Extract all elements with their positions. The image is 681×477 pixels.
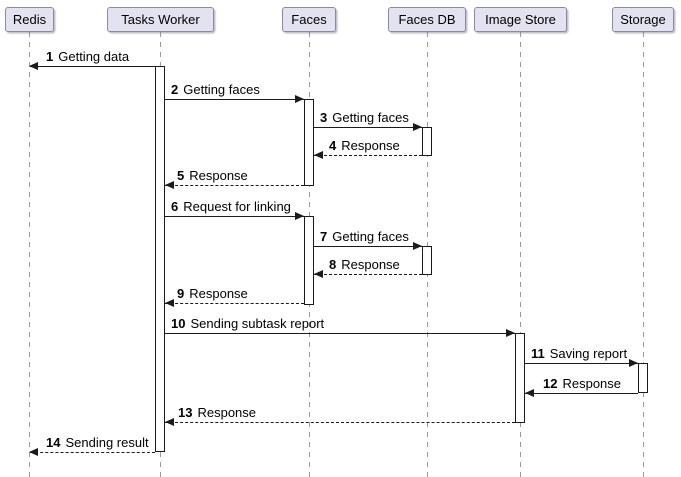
- message-label: 8 Response: [329, 257, 400, 273]
- message-text: Getting faces: [332, 110, 409, 125]
- message-line: [165, 185, 304, 186]
- activation-tasks-worker: [155, 66, 165, 452]
- arrowhead-icon: [295, 212, 304, 220]
- participant-redis: Redis: [5, 7, 54, 32]
- arrowhead-icon: [295, 95, 304, 103]
- message-line: [30, 66, 155, 67]
- message-label: 4 Response: [329, 138, 400, 154]
- message-number: 4: [329, 138, 337, 153]
- arrowhead-icon: [525, 389, 534, 397]
- arrowhead-icon: [413, 242, 422, 250]
- message-line: [525, 393, 638, 394]
- message-line: [525, 363, 638, 364]
- message-label: 10 Sending subtask report: [171, 316, 324, 332]
- message-line: [314, 155, 422, 156]
- message-number: 8: [329, 257, 337, 272]
- participant-label: Image Store: [485, 12, 556, 27]
- message-text: Response: [341, 257, 400, 272]
- activation-faces-db-2: [422, 246, 432, 275]
- message-text: Response: [189, 168, 248, 183]
- participant-label: Redis: [12, 12, 47, 27]
- message-label: 2 Getting faces: [171, 82, 260, 98]
- message-label: 14 Sending result: [46, 435, 149, 451]
- message-text: Response: [197, 405, 257, 420]
- message-text: Sending subtask report: [190, 316, 325, 331]
- activation-faces-1: [304, 99, 314, 186]
- activation-faces-db-1: [422, 127, 432, 156]
- message-line: [165, 422, 515, 423]
- message-number: 14: [46, 435, 61, 450]
- arrowhead-icon: [29, 448, 38, 456]
- message-text: Getting data: [58, 49, 130, 64]
- participant-label: Faces: [291, 12, 327, 27]
- arrowhead-icon: [314, 151, 323, 159]
- message-text: Getting faces: [183, 82, 260, 97]
- lifeline-image-store: [520, 32, 521, 477]
- arrowhead-icon: [29, 62, 38, 70]
- lifeline-redis: [29, 32, 30, 477]
- message-label: 13 Response: [178, 405, 256, 421]
- message-line: [30, 452, 155, 453]
- message-label: 11 Saving report: [531, 346, 627, 362]
- message-number: 2: [171, 82, 179, 97]
- message-line: [314, 127, 422, 128]
- message-text: Getting faces: [332, 229, 409, 244]
- message-number: 11: [531, 346, 545, 361]
- message-line: [165, 333, 515, 334]
- participant-label: Faces DB: [398, 12, 456, 27]
- lifeline-storage: [643, 32, 644, 477]
- message-number: 3: [320, 110, 328, 125]
- message-line: [165, 303, 304, 304]
- message-label: 7 Getting faces: [320, 229, 409, 245]
- arrowhead-icon: [165, 299, 174, 307]
- message-label: 1 Getting data: [46, 49, 129, 65]
- arrowhead-icon: [506, 329, 515, 337]
- message-label: 5 Response: [177, 168, 248, 184]
- message-text: Request for linking: [183, 199, 291, 214]
- message-number: 6: [171, 199, 179, 214]
- message-line: [165, 216, 304, 217]
- participant-tasks-worker: Tasks Worker: [107, 7, 214, 32]
- participant-label: Storage: [620, 12, 666, 27]
- message-number: 5: [177, 168, 185, 183]
- arrowhead-icon: [165, 181, 174, 189]
- participant-image-store: Image Store: [474, 7, 567, 32]
- message-line: [314, 274, 422, 275]
- message-text: Sending result: [65, 435, 149, 450]
- message-number: 1: [46, 49, 54, 64]
- message-label: 6 Request for linking: [171, 199, 291, 215]
- message-line: [165, 99, 304, 100]
- participant-faces-db: Faces DB: [388, 7, 466, 32]
- message-number: 10: [171, 316, 186, 331]
- message-label: 9 Response: [177, 286, 248, 302]
- message-text: Response: [562, 376, 622, 391]
- message-text: Response: [341, 138, 400, 153]
- activation-storage: [638, 363, 648, 393]
- message-number: 12: [543, 376, 558, 391]
- message-number: 9: [177, 286, 185, 301]
- message-number: 7: [320, 229, 328, 244]
- arrowhead-icon: [165, 418, 174, 426]
- participant-label: Tasks Worker: [121, 12, 200, 27]
- message-text: Response: [189, 286, 248, 301]
- message-label: 12 Response: [543, 376, 621, 392]
- arrowhead-icon: [629, 359, 638, 367]
- message-line: [314, 246, 422, 247]
- arrowhead-icon: [413, 123, 422, 131]
- activation-image-store: [515, 333, 525, 423]
- arrowhead-icon: [314, 270, 323, 278]
- participant-storage: Storage: [612, 7, 674, 32]
- message-number: 13: [178, 405, 193, 420]
- participant-faces: Faces: [282, 7, 336, 32]
- message-text: Saving report: [549, 346, 628, 361]
- activation-faces-2: [304, 216, 314, 305]
- message-label: 3 Getting faces: [320, 110, 409, 126]
